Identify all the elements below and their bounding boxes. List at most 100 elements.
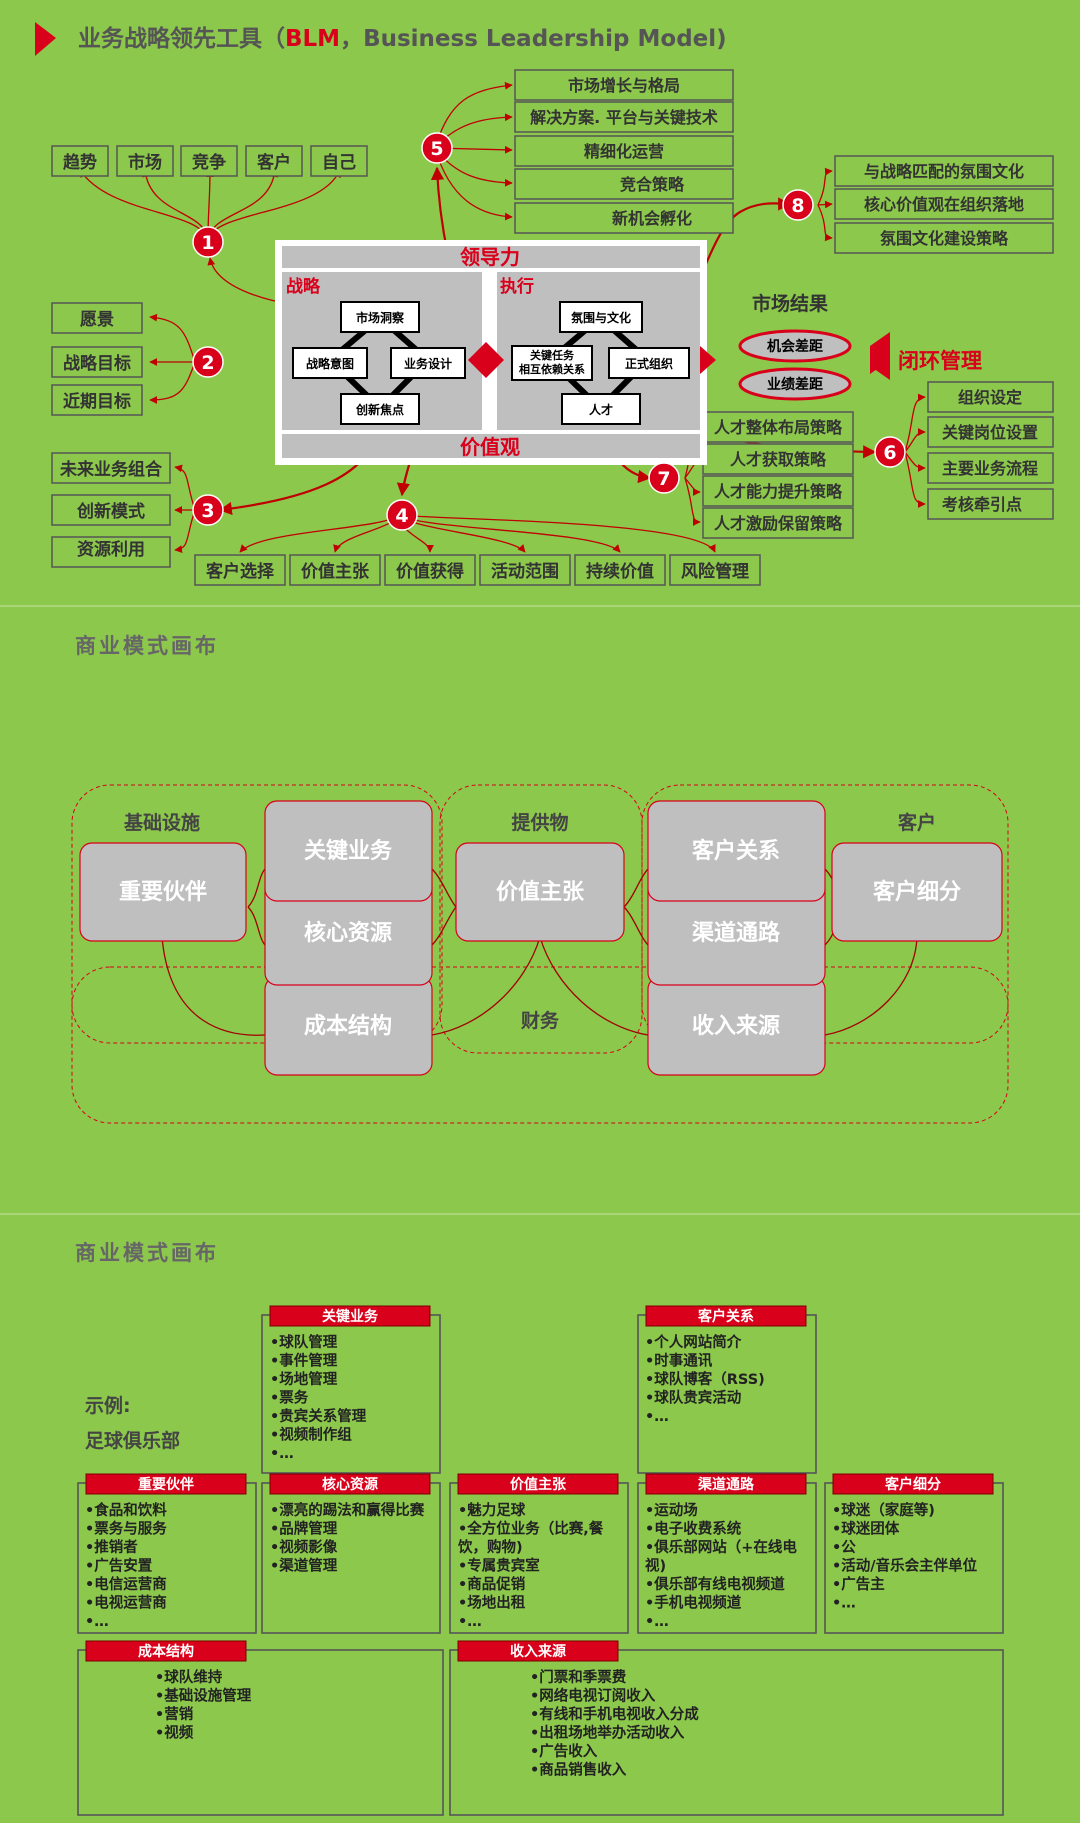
step-1-marker: 1: [201, 232, 214, 254]
input-boxes: 趋势 市场 竞争 客户 自己: [51, 145, 368, 177]
key-resources-item: •视频影像: [270, 1538, 338, 1556]
new-opportunity-box: 新机会孵化: [612, 209, 692, 228]
value-proposition-box: 价值主张: [301, 561, 370, 582]
key-partners-item: •电信运营商: [85, 1575, 167, 1593]
example-canvas: 商业模式画布 示例: 足球俱乐部 关键业务•球队管理•事件管理•场地管理•票务•…: [75, 1241, 1004, 1816]
key-partners-item: •…: [85, 1614, 109, 1630]
innovation-model-box: 创新模式: [76, 501, 145, 522]
key-partners-card-title: 重要伙伴: [138, 1476, 194, 1493]
segments-item: •活动/音乐会主伴单位: [832, 1557, 978, 1575]
organization-boxes: 组织设定 关键岗位设置 主要业务流程 考核牵引点: [927, 381, 1054, 520]
example-name: 足球俱乐部: [85, 1429, 180, 1452]
revenue-streams-block: 收入来源: [692, 1013, 780, 1039]
input-box-trend: 趋势: [63, 152, 97, 173]
revenue-item: •商品销售收入: [530, 1761, 627, 1779]
title-triangle-icon: [35, 22, 56, 56]
customer-relationships-block: 客户关系: [692, 838, 780, 864]
key-partners-item: •推销者: [85, 1538, 138, 1556]
interdependency-node: 相互依赖关系: [519, 362, 585, 376]
value-prop-item: •商品促销: [458, 1575, 526, 1593]
channels-item: •…: [645, 1614, 669, 1630]
example-label: 示例:: [85, 1394, 131, 1417]
vision-box: 愿景: [80, 310, 114, 330]
key-activities-item: •球队管理: [270, 1333, 338, 1351]
coopetition-box: 竞合策略: [620, 175, 685, 194]
infra-group-outline: [71, 784, 443, 1044]
strategic-intent-node: 战略意图: [306, 356, 354, 371]
key-activities-card: 关键业务•球队管理•事件管理•场地管理•票务•贵宾关系管理•视频制作组•…: [261, 1305, 441, 1474]
key-activities-item: •…: [270, 1446, 294, 1462]
performance-gap-label: 业绩差距: [767, 376, 823, 393]
key-resources-card: 核心资源•漂亮的踢法和赢得比赛•品牌管理•视频影像•渠道管理: [261, 1473, 441, 1634]
step-6-marker: 6: [883, 442, 896, 464]
market-insight-node: 市场洞察: [356, 310, 405, 325]
opportunity-gap-label: 机会差距: [767, 338, 823, 355]
input-box-market: 市场: [128, 152, 162, 173]
key-resources-item: •品牌管理: [270, 1520, 338, 1538]
org-setting-box: 组织设定: [958, 388, 1022, 407]
execution-focus-boxes: 市场增长与格局 解决方案. 平台与关键技术 精细化运营 竞合策略 新机会孵化: [514, 69, 734, 234]
value-prop-item: •场地出租: [458, 1594, 526, 1612]
closed-loop-label: 闭环管理: [898, 349, 982, 373]
key-partners-block: 重要伙伴: [119, 880, 207, 905]
step-4-marker: 4: [395, 505, 408, 527]
canvas-blocks: 重要伙伴 成本结构 核心资源 关键业务 价值主张 收入来源 渠道通路 客户关系 …: [79, 800, 1003, 1076]
opportunity-gap-ellipse: [738, 329, 852, 363]
revenue-card-title: 收入来源: [510, 1643, 566, 1660]
channels-item: •俱乐部有线电视频道: [645, 1575, 785, 1593]
culture-boxes: 与战略匹配的氛围文化 核心价值观在组织落地 氛围文化建设策略: [834, 155, 1054, 254]
segments-item: •…: [832, 1596, 856, 1612]
cost-card: 成本结构•球队维持•基础设施管理•营销•视频: [77, 1640, 444, 1816]
value-prop-item: •魅力足球: [458, 1501, 526, 1519]
innovation-focus-node: 创新焦点: [355, 402, 404, 417]
offer-group-label: 提供物: [511, 811, 568, 834]
revenue-item: •广告收入: [530, 1742, 598, 1760]
cost-item: •基础设施管理: [155, 1687, 252, 1705]
key-activities-item: •票务: [270, 1389, 309, 1407]
channels-item: •运动场: [645, 1501, 698, 1519]
market-result-label: 市场结果: [752, 292, 828, 315]
link-diamond-icon: [468, 342, 504, 378]
performance-gap-ellipse: [738, 367, 852, 401]
refined-operation-box: 精细化运营: [584, 142, 664, 161]
talent-development-box: 人才能力提升策略: [714, 482, 843, 501]
finance-group-label: 财务: [521, 1009, 560, 1032]
channels-item: 视): [645, 1557, 666, 1575]
offer-group-outline: [439, 784, 643, 1054]
segments-card-title: 客户细分: [884, 1476, 941, 1493]
market-growth-box: 市场增长与格局: [568, 76, 680, 95]
customer-rel-item: •球队贵宾活动: [645, 1389, 741, 1407]
values-label: 价值观: [460, 435, 520, 459]
revenue-item: •门票和季票费: [530, 1668, 627, 1686]
customer-rel-item: •个人网站简介: [645, 1333, 742, 1351]
cost-card-title: 成本结构: [138, 1643, 194, 1660]
output-arrow-icon: [700, 346, 716, 374]
value-proposition-block: 价值主张: [496, 879, 585, 905]
strategic-goal-box: 战略目标: [63, 353, 131, 374]
value-capture-box: 价值获得: [396, 561, 464, 582]
channels-item: •电子收费系统: [645, 1520, 742, 1538]
talent-boxes: 人才整体布局策略 人才获取策略 人才能力提升策略 人才激励保留策略: [702, 411, 854, 539]
culture-strategy-box: 氛围文化建设策略: [880, 229, 1009, 248]
resource-use-box: 资源利用: [77, 539, 145, 560]
canvas-diagram-title: 商业模式画布: [75, 634, 219, 658]
value-prop-card-title: 价值主张: [510, 1476, 567, 1493]
value-prop-card: 价值主张•魅力足球•全方位业务（比赛,餐 饮，购物)•专属贵宾室•商品促销•场地…: [449, 1473, 629, 1634]
key-activities-block: 关键业务: [304, 838, 393, 864]
matched-culture-box: 与战略匹配的氛围文化: [864, 162, 1024, 181]
section-divider: [0, 605, 1080, 607]
input-box-customer: 客户: [256, 152, 291, 173]
business-model-boxes: 未来业务组合 创新模式 资源利用: [51, 452, 171, 568]
channels-item: •手机电视频道: [645, 1594, 742, 1612]
key-activities-item: •视频制作组: [270, 1426, 352, 1444]
risk-management-box: 风险管理: [681, 561, 749, 582]
customer-selection-box: 客户选择: [205, 561, 275, 582]
key-resources-block: 核心资源: [304, 920, 392, 946]
cost-item: •球队维持: [155, 1668, 223, 1686]
example-canvas-title: 商业模式画布: [75, 1241, 219, 1265]
customer-group-label: 客户: [898, 811, 936, 834]
customer-rel-item: •球队博客（RSS): [645, 1370, 765, 1388]
customer-rel-item: •…: [645, 1409, 669, 1425]
channels-card: 渠道通路•运动场•电子收费系统•俱乐部网站（+在线电 视)•俱乐部有线电视频道•…: [637, 1473, 817, 1634]
infra-group-label: 基础设施: [123, 811, 200, 834]
